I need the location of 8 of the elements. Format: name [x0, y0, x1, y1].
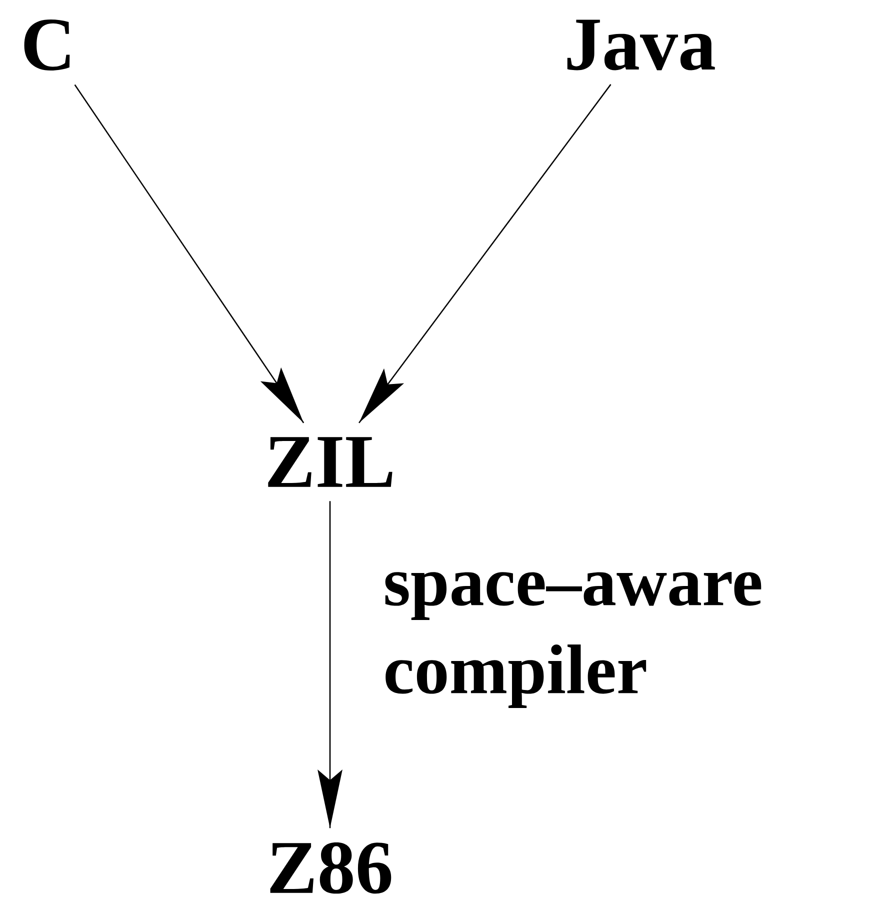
- node-label: C: [24, 19, 70, 71]
- node-label: Z86: [270, 842, 392, 894]
- node-label: Java: [567, 20, 715, 70]
- edge-label: space–aware compiler: [385, 572, 762, 708]
- arrow: [358, 84, 612, 424]
- node-label: ZIL: [268, 437, 392, 487]
- arrow: [318, 501, 342, 828]
- arrow: [74, 84, 304, 424]
